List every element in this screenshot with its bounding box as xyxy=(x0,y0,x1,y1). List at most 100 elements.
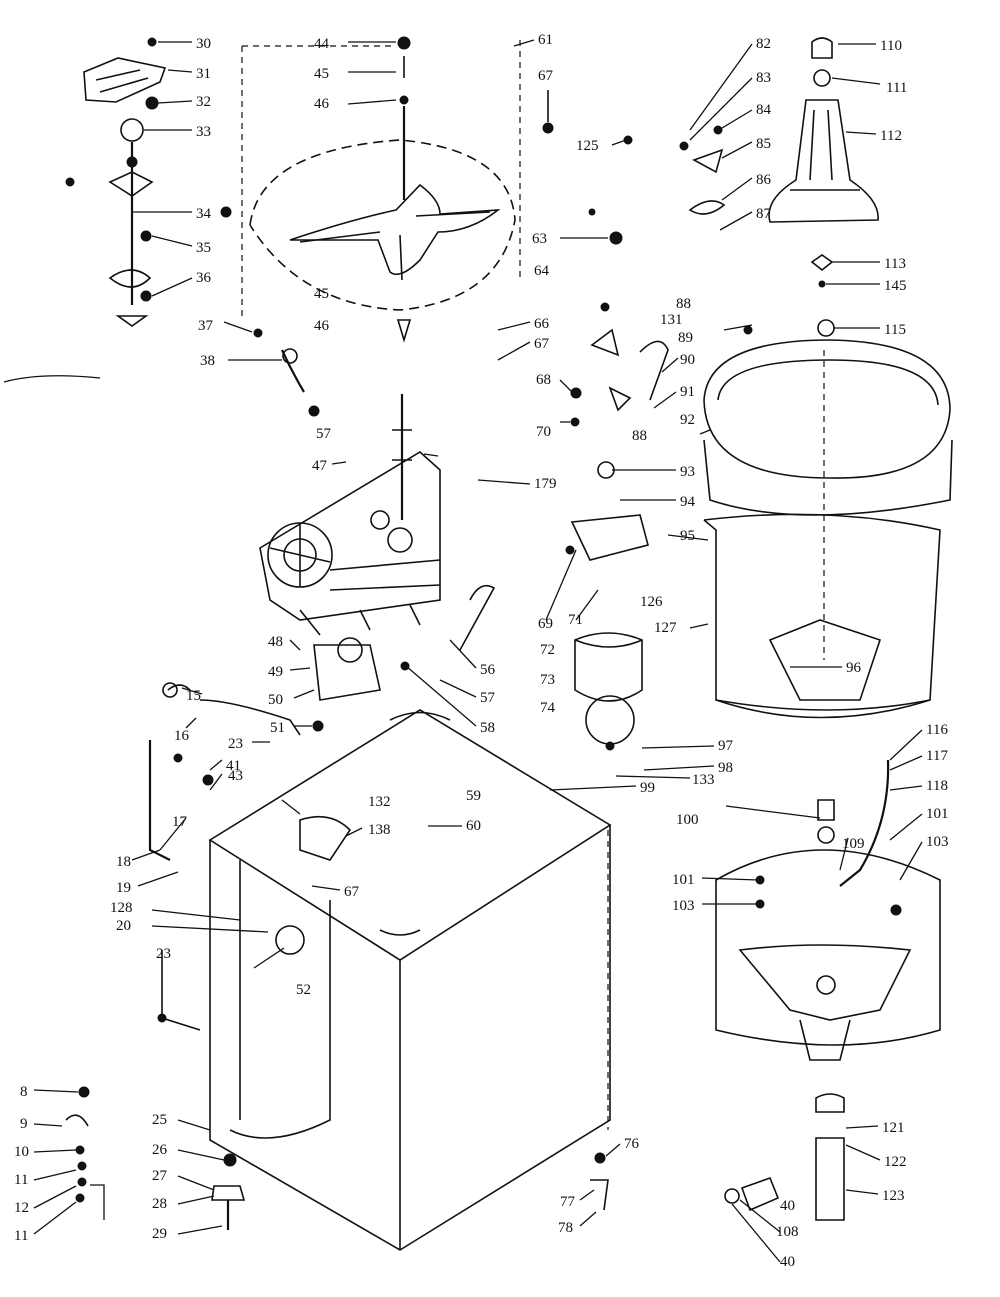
part-label: 84 xyxy=(756,102,772,118)
part-label: 43 xyxy=(228,768,243,784)
part-label: 37 xyxy=(198,318,214,334)
part-label: 15 xyxy=(186,688,201,704)
part-label: 51 xyxy=(270,720,285,736)
part-label: 121 xyxy=(882,1120,905,1136)
bottom-left-parts xyxy=(65,1086,246,1230)
part-label: 18 xyxy=(116,854,131,870)
part-label: 95 xyxy=(680,528,695,544)
part-label: 27 xyxy=(152,1168,168,1184)
part-label: 101 xyxy=(926,806,949,822)
part-label: 132 xyxy=(368,794,391,810)
part-label: 32 xyxy=(196,94,211,110)
part-label: 115 xyxy=(884,322,906,338)
cabinet-frame xyxy=(148,682,612,1251)
part-label: 33 xyxy=(196,124,211,140)
part-label: 29 xyxy=(152,1226,167,1242)
part-label: 48 xyxy=(268,634,283,650)
part-label: 25 xyxy=(152,1112,167,1128)
part-label: 110 xyxy=(880,38,902,54)
part-label: 11 xyxy=(14,1228,28,1244)
part-label: 96 xyxy=(846,660,862,676)
leveling-leg xyxy=(590,830,609,1211)
top-left-assembly xyxy=(65,37,232,327)
part-label: 9 xyxy=(20,1116,28,1132)
part-label: 97 xyxy=(718,738,734,754)
leader-lines xyxy=(3,39,923,1263)
part-label: 85 xyxy=(756,136,771,152)
part-label: 41 xyxy=(226,758,241,774)
part-label: 100 xyxy=(676,812,699,828)
part-label: 101 xyxy=(672,872,695,888)
part-label: 61 xyxy=(538,32,553,48)
part-label: 49 xyxy=(268,664,283,680)
part-label: 179 xyxy=(534,476,557,492)
part-label: 31 xyxy=(196,66,211,82)
outer-tub xyxy=(715,759,941,1221)
part-label: 91 xyxy=(680,384,695,400)
wash-tub xyxy=(703,319,953,719)
part-label: 71 xyxy=(568,612,583,628)
part-label: 128 xyxy=(110,900,133,916)
part-label: 35 xyxy=(196,240,211,256)
part-label: 87 xyxy=(756,206,772,222)
part-label: 68 xyxy=(536,372,551,388)
part-label: 118 xyxy=(926,778,948,794)
part-label: 17 xyxy=(172,814,188,830)
part-label: 16 xyxy=(174,728,190,744)
part-label: 90 xyxy=(680,352,695,368)
part-label: 127 xyxy=(654,620,677,636)
part-label: 63 xyxy=(532,231,547,247)
part-label: 52 xyxy=(296,982,311,998)
part-label: 138 xyxy=(368,822,391,838)
part-label: 66 xyxy=(534,316,550,332)
part-label: 88 xyxy=(676,296,691,312)
part-label: 12 xyxy=(14,1200,29,1216)
part-label: 94 xyxy=(680,494,696,510)
part-label: 40 xyxy=(780,1254,795,1270)
part-label: 78 xyxy=(558,1220,573,1236)
part-label: 69 xyxy=(538,616,553,632)
part-label: 57 xyxy=(480,690,496,706)
part-label: 26 xyxy=(152,1142,168,1158)
part-label: 73 xyxy=(540,672,555,688)
part-label: 122 xyxy=(884,1154,907,1170)
part-label: 60 xyxy=(466,818,481,834)
part-label: 98 xyxy=(718,760,733,776)
part-label: 20 xyxy=(116,918,131,934)
part-label: 126 xyxy=(640,594,663,610)
part-label: 76 xyxy=(624,1136,640,1152)
part-label: 10 xyxy=(14,1144,29,1160)
part-label: 19 xyxy=(116,880,131,896)
transmission-assembly xyxy=(259,394,496,732)
part-label: 44 xyxy=(314,36,330,52)
part-label: 8 xyxy=(20,1084,28,1100)
part-label: 67 xyxy=(534,336,550,352)
part-label: 113 xyxy=(884,256,906,272)
part-label: 46 xyxy=(314,318,330,334)
part-label: 56 xyxy=(480,662,496,678)
part-label: 45 xyxy=(314,66,329,82)
part-label: 57 xyxy=(316,426,332,442)
part-label: 11 xyxy=(14,1172,28,1188)
hose-parts-left xyxy=(253,328,320,417)
part-label: 30 xyxy=(196,36,211,52)
motor-assembly xyxy=(565,514,649,751)
part-label: 23 xyxy=(156,946,171,962)
part-label: 67 xyxy=(344,884,360,900)
linkage-parts xyxy=(542,90,753,479)
part-label: 46 xyxy=(314,96,330,112)
part-label: 38 xyxy=(200,353,215,369)
part-label: 70 xyxy=(536,424,551,440)
agitator-assembly xyxy=(241,36,521,343)
part-label: 125 xyxy=(576,138,599,154)
part-label: 36 xyxy=(196,270,212,286)
part-label: 123 xyxy=(882,1188,905,1204)
part-label: 131 xyxy=(660,312,683,328)
part-label: 47 xyxy=(312,458,328,474)
part-label: 45 xyxy=(314,286,329,302)
part-label: 59 xyxy=(466,788,481,804)
part-label: 92 xyxy=(680,412,695,428)
part-label: 111 xyxy=(886,80,907,96)
